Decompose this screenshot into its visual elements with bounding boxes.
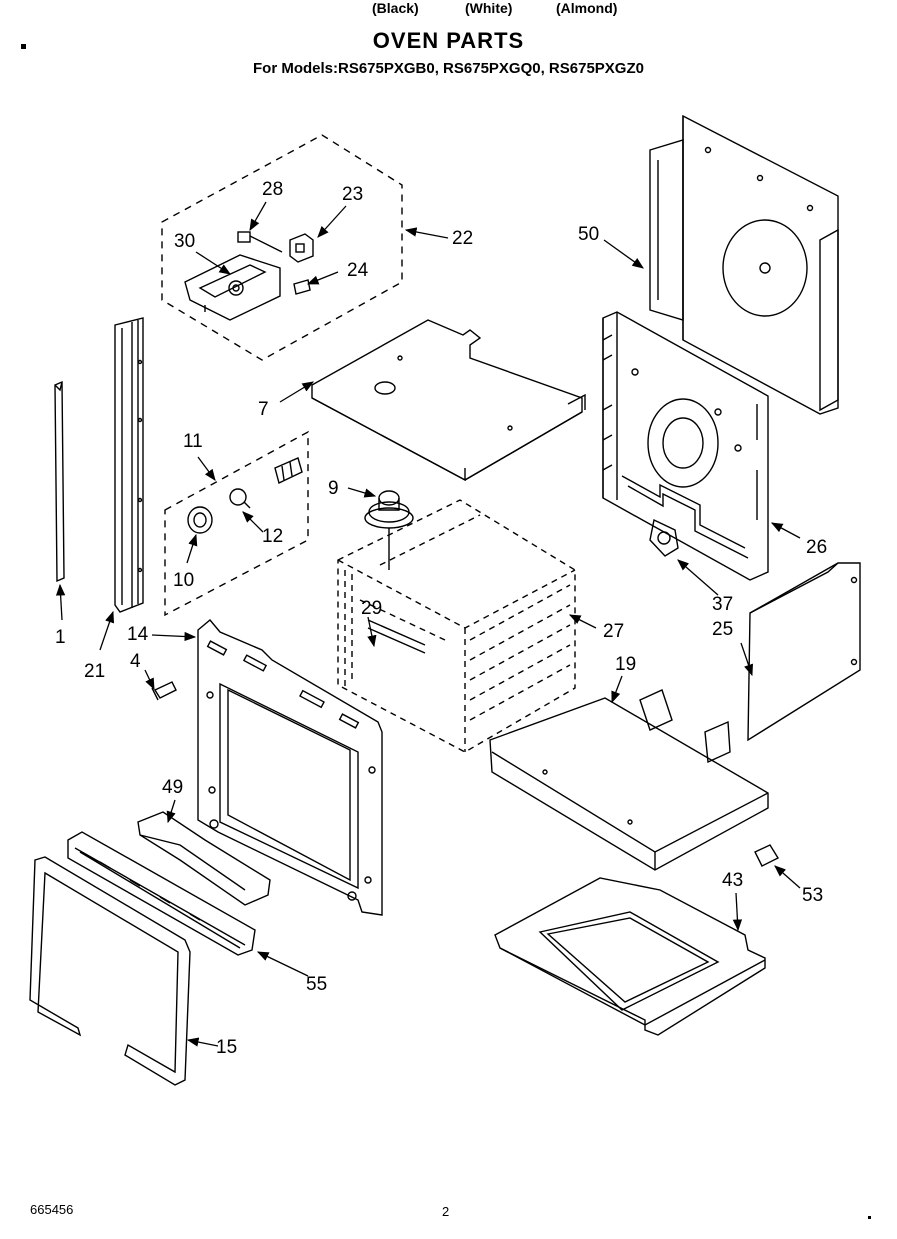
callout-15: 15 xyxy=(216,1037,237,1058)
callout-21: 21 xyxy=(84,661,105,682)
terminal-block-part xyxy=(289,233,314,263)
switch-wire xyxy=(249,235,283,253)
switch-part xyxy=(237,231,251,243)
clip-part xyxy=(754,844,779,867)
corner-mark xyxy=(21,44,26,49)
fuse-part xyxy=(293,279,311,295)
callout-24: 24 xyxy=(347,260,369,281)
callout-55: 55 xyxy=(306,974,327,995)
model-list: For Models:RS675PXGB0, RS675PXGQ0, RS675… xyxy=(253,60,644,77)
lamp-group-boundary xyxy=(164,430,309,617)
door-gasket xyxy=(29,856,191,1086)
fan-motor-part xyxy=(364,490,414,570)
callout-30: 30 xyxy=(174,231,195,252)
lamp-lens-part xyxy=(187,506,213,534)
lower-tray xyxy=(494,877,766,1036)
callout-50: 50 xyxy=(578,224,599,245)
lamp-socket-part xyxy=(274,457,303,484)
callout-4: 4 xyxy=(130,651,141,672)
page-title: OVEN PARTS xyxy=(372,28,525,53)
callout-53: 53 xyxy=(802,885,823,906)
thermostat-bracket xyxy=(184,254,281,321)
callout-27: 27 xyxy=(603,621,624,642)
page-number: 2 xyxy=(442,1204,450,1219)
callout-7: 7 xyxy=(258,399,269,420)
liner-rack-rail xyxy=(367,619,426,654)
callout-22: 22 xyxy=(452,228,473,249)
callout-12: 12 xyxy=(262,526,283,547)
trim-strip xyxy=(54,380,65,583)
callout-10: 10 xyxy=(173,570,194,591)
callout-43: 43 xyxy=(722,870,743,891)
callout-19: 19 xyxy=(615,654,636,675)
leader-arrows xyxy=(55,201,801,1047)
front-frame xyxy=(197,619,383,916)
corner-mark xyxy=(868,1216,871,1219)
side-panel xyxy=(747,562,861,742)
color-black-label: (Black) xyxy=(372,0,419,16)
color-white-label: (White) xyxy=(465,0,513,16)
callout-49: 49 xyxy=(162,777,183,798)
side-trim-channel xyxy=(114,317,144,613)
light-bulb-part xyxy=(229,488,251,509)
callout-14: 14 xyxy=(127,624,149,645)
screw-part xyxy=(151,681,177,701)
callout-25: 25 xyxy=(712,619,733,640)
color-almond-label: (Almond) xyxy=(556,0,618,16)
callout-1: 1 xyxy=(55,627,66,648)
callout-9: 9 xyxy=(328,478,339,499)
callout-26: 26 xyxy=(806,537,827,558)
rear-liner-panel xyxy=(602,311,769,581)
top-panel xyxy=(311,319,586,482)
control-group-boundary xyxy=(161,134,403,361)
rear-panel xyxy=(649,114,839,415)
oven-liner xyxy=(337,499,576,753)
vent-baffle xyxy=(137,811,271,906)
callout-23: 23 xyxy=(342,184,363,205)
callout-28: 28 xyxy=(262,179,283,200)
vent-trim xyxy=(67,831,256,956)
callout-37: 37 xyxy=(712,594,733,615)
thermal-limit-part xyxy=(649,518,679,557)
document-number: 665456 xyxy=(30,1202,74,1217)
callout-11: 11 xyxy=(183,431,203,452)
callout-29: 29 xyxy=(361,598,382,619)
bottom-panel xyxy=(489,689,769,871)
